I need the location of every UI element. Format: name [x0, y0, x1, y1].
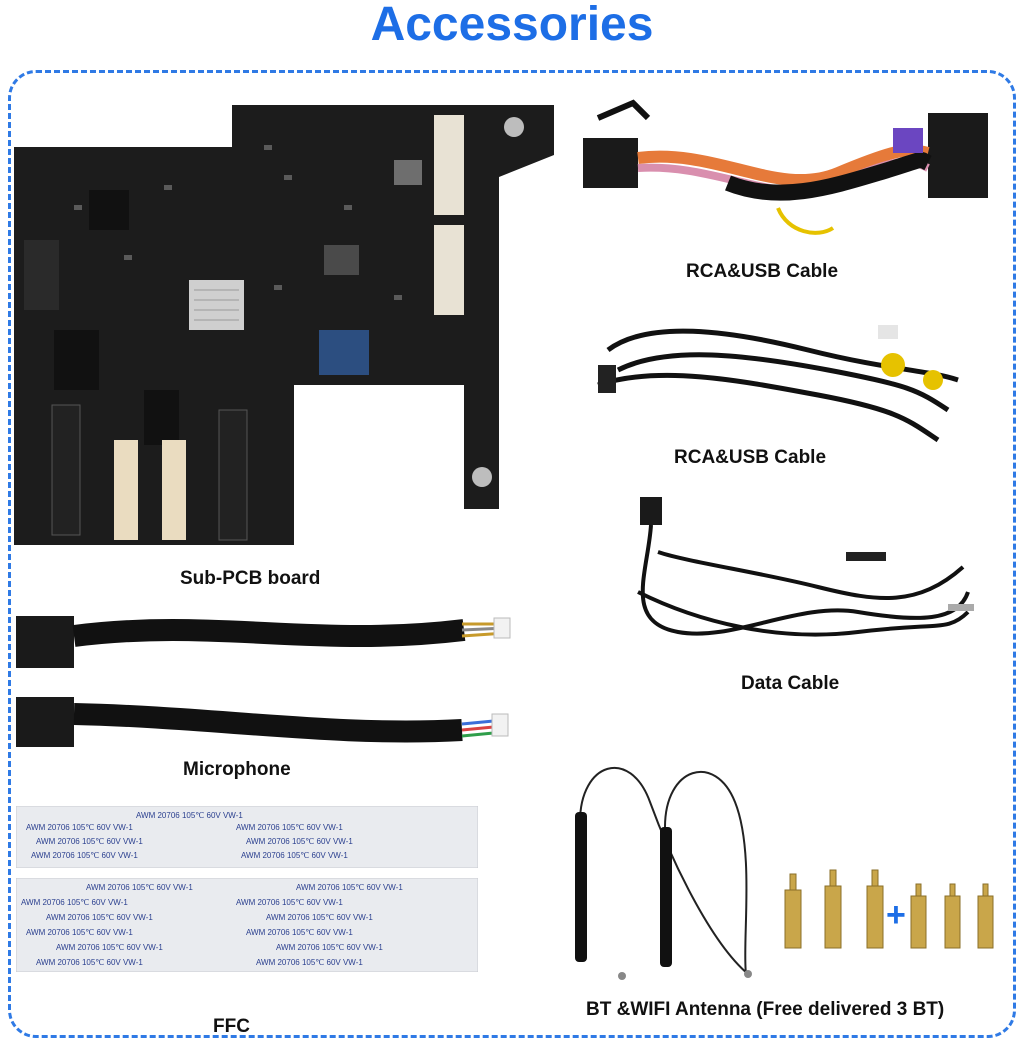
ffc-print: AWM 20706 105℃ 60V VW-1 — [46, 913, 153, 922]
ffc-print: AWM 20706 105℃ 60V VW-1 — [26, 928, 133, 937]
sub-pcb-board-caption: Sub-PCB board — [180, 568, 321, 589]
data-cable-image — [618, 492, 983, 664]
microphone-cable-image — [14, 692, 514, 752]
ffc-print: AWM 20706 105℃ 60V VW-1 — [296, 883, 403, 892]
ffc-print: AWM 20706 105℃ 60V VW-1 — [86, 883, 193, 892]
rca-usb-cable-caption-1: RCA&USB Cable — [686, 261, 839, 282]
plus-icon: + — [886, 896, 906, 934]
ffc-cable-image-2: AWM 20706 105℃ 60V VW-1 AWM 20706 105℃ 6… — [15, 877, 479, 973]
rca-usb-cable-image-2 — [588, 310, 983, 455]
ffc-print: AWM 20706 105℃ 60V VW-1 — [236, 898, 343, 907]
rca-usb-cable-image-1 — [578, 88, 998, 253]
ffc-print: AWM 20706 105℃ 60V VW-1 — [256, 958, 363, 967]
ffc-print: AWM 20706 105℃ 60V VW-1 — [26, 823, 133, 832]
ffc-print: AWM 20706 105℃ 60V VW-1 — [241, 851, 348, 860]
antenna-image — [570, 752, 765, 980]
microphone-caption: Microphone — [183, 759, 291, 780]
rca-usb-cable-caption-2: RCA&USB Cable — [674, 447, 827, 468]
ffc-print: AWM 20706 105℃ 60V VW-1 — [246, 928, 353, 937]
harness-cable-image-1 — [14, 608, 514, 678]
ffc-caption: FFC — [213, 1016, 250, 1037]
ffc-print: AWM 20706 105℃ 60V VW-1 — [56, 943, 163, 952]
sub-pcb-board-image — [14, 105, 554, 555]
antenna-caption: BT &WIFI Antenna (Free delivered 3 BT) — [586, 999, 945, 1020]
brass-standoffs-image — [782, 866, 997, 956]
ffc-print: AWM 20706 105℃ 60V VW-1 — [31, 851, 138, 860]
ffc-print: AWM 20706 105℃ 60V VW-1 — [21, 898, 128, 907]
accessories-frame — [8, 70, 1016, 1038]
ffc-print: AWM 20706 105℃ 60V VW-1 — [36, 958, 143, 967]
ffc-print: AWM 20706 105℃ 60V VW-1 — [236, 823, 343, 832]
ffc-print: AWM 20706 105℃ 60V VW-1 — [246, 837, 353, 846]
ffc-cable-image-1: AWM 20706 105℃ 60V VW-1 AWM 20706 105℃ 6… — [15, 805, 479, 869]
page-title: Accessories — [370, 0, 654, 51]
ffc-print: AWM 20706 105℃ 60V VW-1 — [36, 837, 143, 846]
ffc-print: AWM 20706 105℃ 60V VW-1 — [136, 811, 243, 820]
ffc-print: AWM 20706 105℃ 60V VW-1 — [276, 943, 383, 952]
ffc-print: AWM 20706 105℃ 60V VW-1 — [266, 913, 373, 922]
data-cable-caption: Data Cable — [741, 673, 840, 694]
